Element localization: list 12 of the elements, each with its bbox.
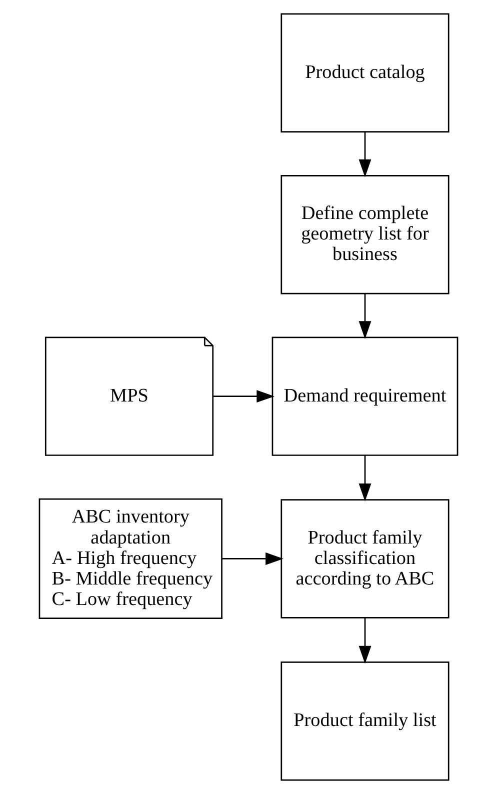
node-box: ABC inventory adaptation A- High frequency B- Middle frequency C- Low frequency [38,498,222,620]
arrow [358,618,371,664]
arrow [222,552,283,565]
node-box: Product family classification according to ABC [280,499,449,618]
arrow [358,294,371,339]
arrow [212,390,274,403]
arrow [358,455,371,502]
node-box: Product catalog [280,13,449,132]
node-box: Define complete geometry list for business [280,174,449,294]
node-box: Demand requirement [271,336,458,456]
node-box: Product family list [280,662,449,781]
arrow [358,132,371,178]
